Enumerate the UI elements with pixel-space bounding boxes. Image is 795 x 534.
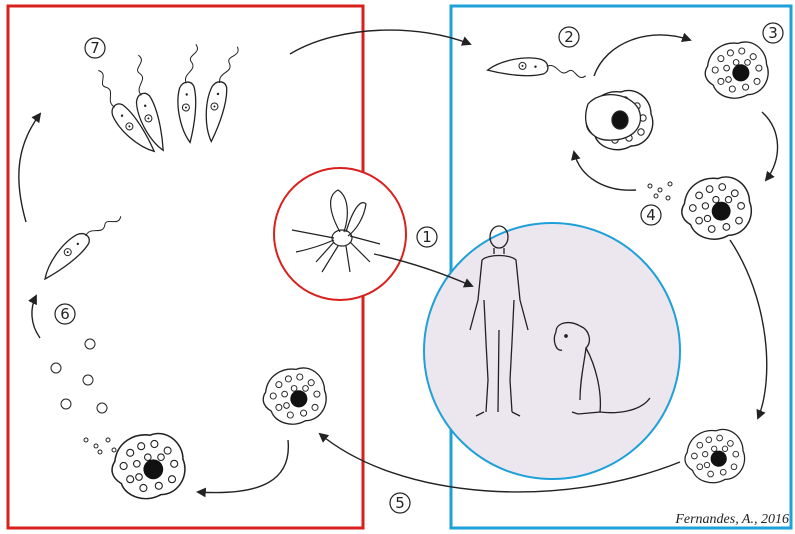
step-marker-1: 1	[417, 227, 437, 247]
step-marker-2: 2	[559, 27, 579, 47]
step-marker-5: 5	[390, 493, 410, 513]
step-marker-3: 3	[763, 23, 783, 43]
host-circle	[424, 223, 680, 479]
step-marker-4: 4	[641, 205, 661, 225]
step-number: 1	[422, 228, 432, 246]
sandfly-circle	[274, 168, 406, 300]
author-credit: Fernandes, A., 2016	[675, 512, 789, 528]
step-number: 6	[60, 305, 70, 323]
step-number: 7	[90, 39, 100, 57]
step-marker-7: 7	[85, 38, 105, 58]
step-number: 2	[564, 28, 574, 46]
step-number: 4	[646, 206, 656, 224]
macrophage-icon	[586, 95, 641, 141]
step-number: 5	[395, 494, 405, 512]
step-number: 3	[768, 24, 778, 42]
step-marker-6: 6	[55, 304, 75, 324]
